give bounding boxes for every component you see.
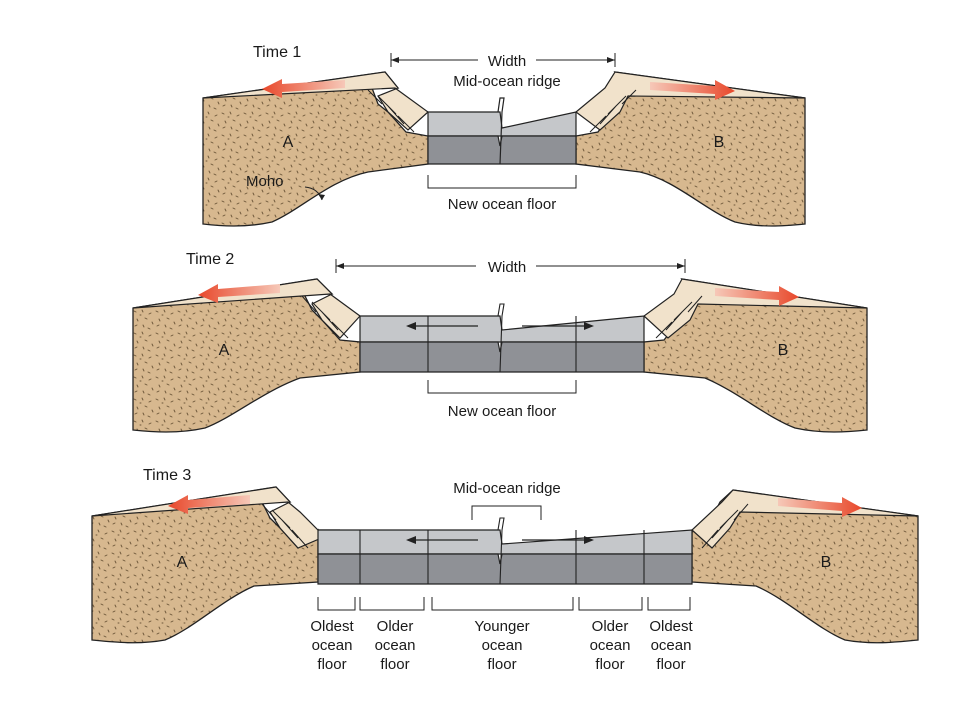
time1-continent-a	[202, 71, 429, 227]
time1-arrow-left	[262, 79, 345, 98]
time2-arrow-left	[198, 284, 280, 303]
time2-segment-lines	[427, 303, 577, 373]
time2-continent-a-top	[132, 278, 361, 339]
time2-panel: Time 2 Width A B New ocean floor	[132, 251, 868, 433]
svg-text:ocean: ocean	[312, 637, 353, 654]
time2-rift-steps-b	[655, 295, 703, 339]
time3-segment-lines	[359, 517, 645, 585]
time2-ocean-side	[359, 341, 645, 373]
svg-text:ocean: ocean	[482, 637, 523, 654]
time3-floor-label-older-right: Older ocean floor	[590, 618, 631, 673]
svg-text:floor: floor	[595, 656, 624, 673]
time3-ocean-side	[317, 553, 693, 585]
time3-continent-a-top	[91, 486, 341, 549]
time1-width-label: Width	[488, 53, 526, 70]
svg-text:floor: floor	[380, 656, 409, 673]
time3-floor-brackets	[317, 597, 691, 611]
time1-moho-label: Moho	[246, 173, 284, 190]
time2-width-label: Width	[488, 259, 526, 276]
time1-ridge-label: Mid-ocean ridge	[453, 73, 561, 90]
svg-text:ocean: ocean	[590, 637, 631, 654]
time2-continent-b-top	[643, 278, 868, 339]
time3-floor-label-older-left: Older ocean floor	[375, 618, 416, 673]
svg-text:floor: floor	[317, 656, 346, 673]
svg-text:floor: floor	[656, 656, 685, 673]
time1-floor-bracket	[427, 175, 577, 189]
time3-continent-b	[691, 489, 919, 644]
time2-plate-b: B	[778, 342, 789, 359]
time3-ocean-top	[317, 529, 693, 555]
time2-arrow-right	[715, 286, 799, 306]
time3-arrow-left	[168, 495, 250, 514]
svg-text:Older: Older	[377, 618, 414, 635]
time3-rift-steps-b	[701, 503, 749, 549]
svg-text:Older: Older	[592, 618, 629, 635]
time3-floor-label-oldest-right: Oldest ocean floor	[649, 618, 693, 673]
time3-continent-b-top	[691, 489, 919, 549]
svg-text:Oldest: Oldest	[310, 618, 354, 635]
time2-label: Time 2	[186, 251, 234, 268]
time1-label: Time 1	[253, 44, 301, 61]
time1-plate-a: A	[283, 134, 294, 151]
time1-continent-b-top	[575, 71, 806, 131]
time3-rift-steps-a	[261, 503, 309, 549]
time3-ridge-label: Mid-ocean ridge	[453, 480, 561, 497]
svg-text:floor: floor	[487, 656, 516, 673]
time3-ridge-bracket	[471, 505, 542, 520]
time3-arrow-right	[778, 497, 862, 517]
svg-text:ocean: ocean	[375, 637, 416, 654]
time3-floor-label-younger: Younger ocean floor	[474, 618, 529, 673]
time1-panel: Time 1 Width Mid-ocean ridge A B Moho Ne…	[202, 44, 806, 227]
time2-rift-steps-a	[301, 295, 349, 339]
time2-floor-bracket	[427, 380, 577, 394]
svg-text:Oldest: Oldest	[649, 618, 693, 635]
time1-rift-steps-b	[589, 89, 637, 133]
time3-panel: Time 3 Mid-ocean ridge A B Oldest ocean …	[91, 467, 919, 673]
time3-label: Time 3	[143, 467, 191, 484]
svg-text:ocean: ocean	[651, 637, 692, 654]
time2-floor-label: New ocean floor	[448, 403, 556, 420]
time3-floor-label-oldest-left: Oldest ocean floor	[310, 618, 354, 673]
time2-plate-a: A	[219, 342, 230, 359]
time3-plate-a: A	[177, 554, 188, 571]
time1-rift-steps-a	[367, 89, 415, 133]
time3-plate-b: B	[821, 554, 832, 571]
time1-floor-label: New ocean floor	[448, 196, 556, 213]
time1-arrow-right	[650, 80, 735, 100]
time1-ocean-side	[427, 135, 577, 165]
svg-text:Younger: Younger	[474, 618, 529, 635]
time1-ridge-crest	[497, 97, 505, 165]
time1-plate-b: B	[714, 134, 725, 151]
time1-continent-a-top	[202, 71, 429, 131]
time2-continent-a	[132, 278, 361, 433]
